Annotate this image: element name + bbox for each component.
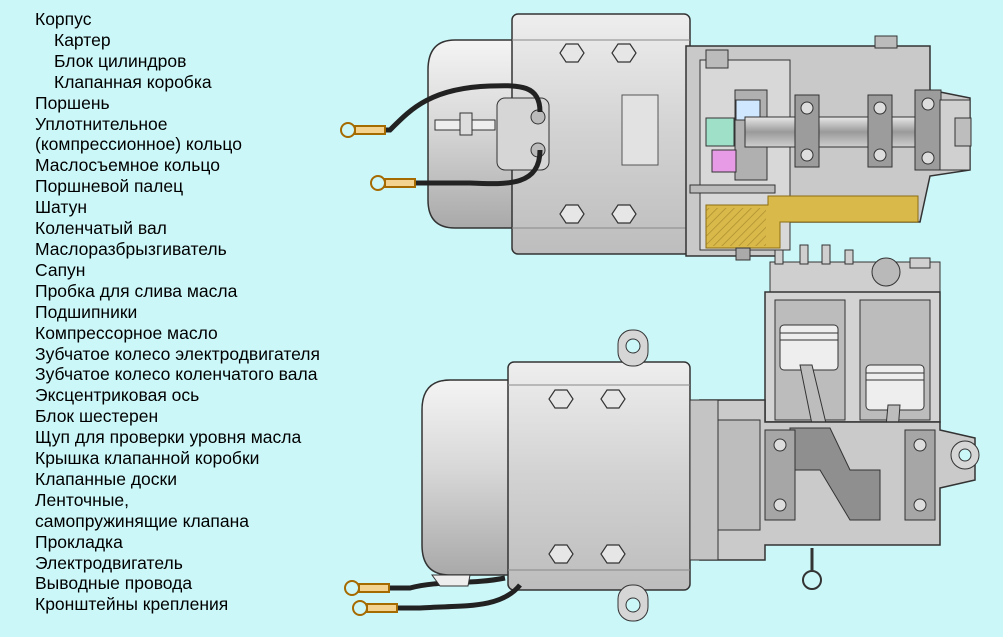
legend-item-label: Сапун [35, 259, 86, 280]
lead-wire-top-2 [400, 149, 543, 187]
legend-item-label: Ленточные,самопружинящие клапана [35, 489, 249, 531]
lead-wire-top-1 [360, 83, 543, 133]
legend-item-label: Уплотнительное(компрессионное) кольцо [35, 113, 242, 155]
crankshaft-bottom [789, 427, 881, 521]
legend-item: Пробка для слива масла [12, 281, 320, 302]
legend-item-label: Коленчатый вал [35, 218, 167, 239]
legend-item: Картер [12, 30, 320, 51]
legend-item-label: Клапанные доски [35, 468, 177, 489]
legend-item: Ленточные,самопружинящие клапана [12, 490, 320, 532]
legend-item-label: Зубчатое колесо коленчатого вала [35, 364, 318, 385]
legend-item-label: Маслоразбрызгиватель [35, 238, 227, 259]
legend-item: Поршень [12, 93, 320, 114]
legend-item-label: Поршень [35, 92, 110, 113]
legend-item: Прокладка [12, 532, 320, 553]
legend-item-label: Щуп для проверки уровня масла [35, 427, 302, 448]
legend-item-label: Поршневой палец [35, 176, 184, 197]
legend-item-label: Зубчатое колесо электродвигателя [35, 343, 320, 364]
legend-item-label: Картер [54, 29, 111, 50]
legend-item-label: Маслосъемное кольцо [35, 155, 220, 176]
legend-item-label: Компрессорное масло [35, 322, 218, 343]
legend-item: Уплотнительное(компрессионное) кольцо [12, 114, 320, 156]
legend-item: Зубчатое колесо коленчатого вала [12, 364, 320, 385]
legend-item-label: Прокладка [35, 531, 123, 552]
legend-item: Клапанные доски [12, 469, 320, 490]
mounting-bolts-top [559, 43, 637, 224]
mounting-bolts-bottom [548, 389, 626, 564]
legend-item: Блок цилиндров [12, 51, 320, 72]
legend-item-label: Шатун [35, 197, 88, 218]
legend-item: Маслосъемное кольцо [12, 155, 320, 176]
legend-item: Эксцентриковая ось [12, 385, 320, 406]
legend-item: Крышка клапанной коробки [12, 448, 320, 469]
wire-lugs-top [340, 122, 416, 191]
legend-item: Зубчатое колесо электродвигателя [12, 344, 320, 365]
legend-item: Коленчатый вал [12, 218, 320, 239]
wire-lugs-bottom [344, 580, 398, 616]
legend-item: Щуп для проверки уровня масла [12, 427, 320, 448]
legend-item-label: Клапанная коробка [54, 71, 212, 92]
legend-item: Шатун [12, 197, 320, 218]
legend-item-label: Корпус [35, 9, 92, 29]
bearings-top [794, 89, 942, 171]
legend-item: Сапун [12, 260, 320, 281]
legend-item: Электродвигатель [12, 553, 320, 574]
legend-item-label: Блок шестерен [35, 406, 159, 427]
bottom-assembly [344, 244, 980, 622]
legend-item: Поршневой палец [12, 176, 320, 197]
legend-item-label: Выводные провода [35, 573, 193, 594]
legend-item: Компрессорное масло [12, 323, 320, 344]
legend-item: Маслоразбрызгиватель [12, 239, 320, 260]
legend-item-label: Эксцентриковая ось [35, 385, 200, 406]
motor-end-cap-bottom [421, 379, 513, 576]
legend-item: Кронштейны крепления [12, 594, 320, 615]
mounting-brackets [617, 329, 649, 622]
cylinder-head-fins [769, 244, 941, 293]
legend-item-label: Крышка клапанной коробки [35, 448, 260, 469]
legend-item-label: Подшипники [35, 301, 138, 322]
top-assembly [340, 13, 972, 261]
electric-motor-bottom [507, 361, 691, 591]
legend-item: Выводные провода [12, 573, 320, 594]
lead-wire-bottom-2 [390, 583, 522, 611]
legend-item: Клапанная коробка [12, 72, 320, 93]
legend-item-label: Блок цилиндров [54, 50, 187, 71]
legend-item-label: Кронштейны крепления [35, 594, 229, 615]
legend-item-label: Пробка для слива масла [35, 280, 238, 301]
legend-item: Подшипники [12, 302, 320, 323]
legend-item: Блок шестерен [12, 406, 320, 427]
legend-item-label: Электродвигатель [35, 552, 183, 573]
legend-item: Корпус [12, 9, 320, 30]
